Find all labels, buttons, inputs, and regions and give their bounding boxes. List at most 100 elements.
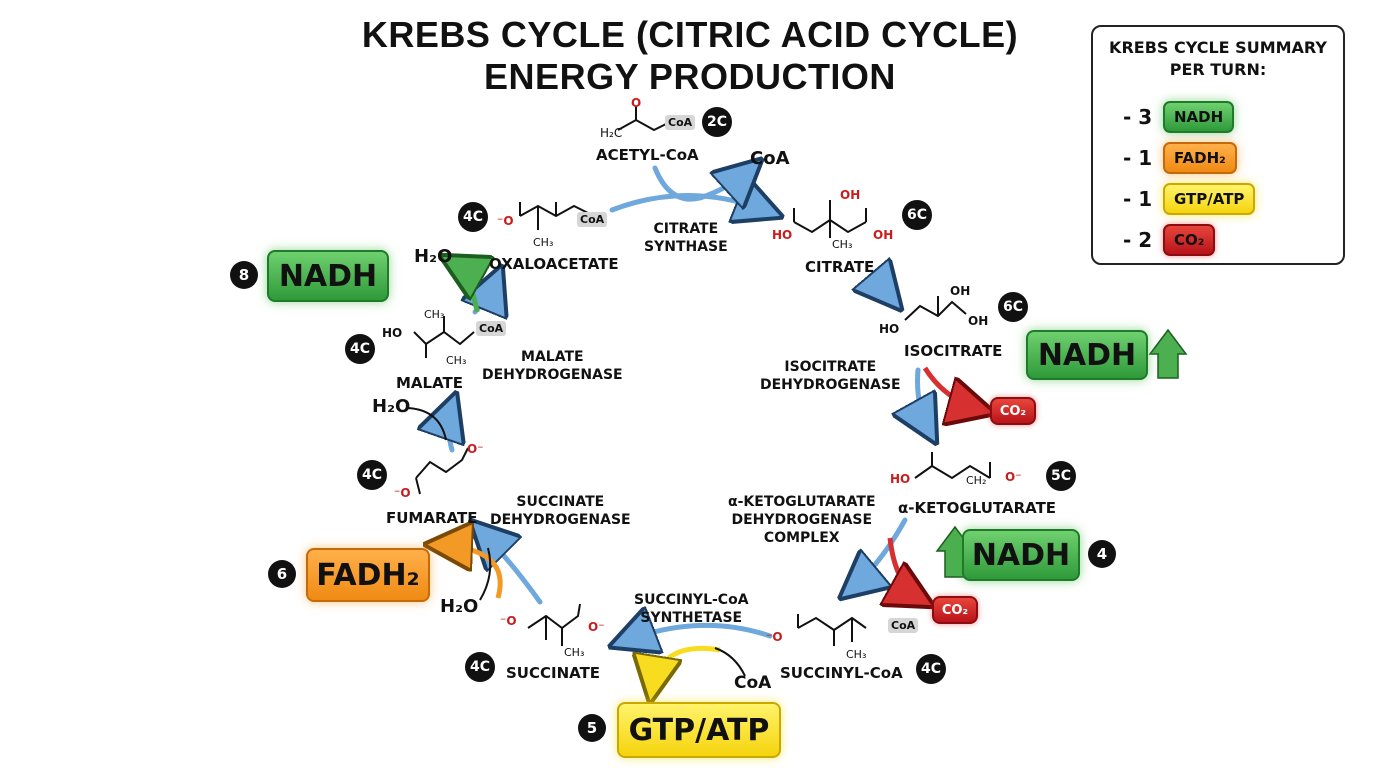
molecule-succinyl-coa: SUCCINYL-CoA — [780, 664, 903, 682]
oxalo-o-minus: ⁻O — [497, 214, 514, 228]
carbon-badge-succinate: 4C — [465, 652, 495, 682]
arrow-co2-akg — [890, 537, 922, 600]
arrow-coa-succinyl — [714, 647, 746, 677]
arrow-fumarate-to-malate — [449, 405, 453, 453]
summary-count: - 1 — [1123, 146, 1153, 170]
oxalo-bonds — [519, 202, 591, 230]
label-h2o-fumarate: H₂O — [440, 596, 479, 617]
enzyme-line: DEHYDROGENASE — [760, 377, 901, 393]
enzyme-isocitrate-dehydrogenase: ISOCITRATE DEHYDROGENASE — [760, 358, 901, 394]
carbon-badge-oxaloacetate: 4C — [458, 202, 488, 232]
succinate-o-minus-left: ⁻O — [500, 614, 517, 628]
enzyme-line: DEHYDROGENASE — [490, 512, 631, 528]
molecule-acetyl-coa: ACETYL-CoA — [596, 146, 699, 164]
carbon-badge-isocitrate: 6C — [998, 292, 1028, 322]
carbon-badge-succinyl-coa: 4C — [916, 654, 946, 684]
cycle-arrows — [449, 168, 931, 642]
enzyme-malate-dehydrogenase: MALATE DEHYDROGENASE — [482, 348, 623, 384]
up-arrow-isocitrate — [1148, 328, 1188, 379]
citrate-bonds — [793, 200, 867, 238]
summary-title: KREBS CYCLE SUMMARY PER TURN: — [1093, 37, 1343, 81]
summary-title-line-1: KREBS CYCLE SUMMARY — [1109, 38, 1327, 57]
title-line-1: KREBS CYCLE (CITRIC ACID CYCLE) — [361, 14, 1019, 55]
step-badge-4: 4 — [1088, 540, 1116, 568]
fumarate-bonds — [415, 447, 469, 495]
acetyl-bonds — [617, 106, 667, 132]
molecule-isocitrate: ISOCITRATE — [904, 342, 1003, 360]
enzyme-line: CITRATE — [653, 221, 719, 237]
arrow-co2-isocitrate — [922, 366, 982, 410]
badge-nadh-isocitrate: NADH — [1026, 330, 1148, 380]
enzyme-line: α-KETOGLUTARATE — [728, 494, 876, 510]
summary-row-gtp: - 1 GTP/ATP — [1123, 183, 1256, 215]
badge-nadh-malate: NADH — [267, 250, 389, 302]
enzyme-line: SYNTHETASE — [640, 610, 743, 626]
badge-co2-isocitrate: CO₂ — [990, 397, 1036, 425]
arrow-h2o-malate — [407, 407, 447, 441]
step-badge-6: 6 — [268, 560, 296, 588]
summary-badge-co2: CO₂ — [1163, 224, 1216, 256]
arrow-h2o-fumarate — [479, 547, 492, 601]
carbon-badge-citrate: 6C — [902, 200, 932, 230]
malate-coa-tag: CoA — [476, 321, 507, 336]
acetyl-o: O — [631, 96, 642, 110]
citrate-ho: HO — [772, 228, 793, 242]
summary-count: - 2 — [1123, 228, 1153, 252]
citrate-oh-right: OH — [873, 228, 894, 242]
arrow-acetyl-join — [652, 168, 752, 199]
carbon-badge-malate: 4C — [345, 334, 375, 364]
enzyme-line: SUCCINYL-CoA — [634, 592, 749, 608]
molecule-succinate: SUCCINATE — [506, 664, 601, 682]
step-badge-8: 8 — [230, 261, 258, 289]
succinate-o-minus-right: O⁻ — [588, 620, 605, 634]
label-coa-succinyl: CoA — [734, 673, 772, 693]
molecule-alpha-kg: α-KETOGLUTARATE — [898, 499, 1057, 517]
malate-ho: HO — [382, 326, 403, 340]
summary-row-fadh: - 1 FADH₂ — [1123, 142, 1237, 174]
summary-badge-gtp: GTP/ATP — [1163, 183, 1256, 215]
fumarate-o-minus-bottom: ⁻O — [394, 486, 411, 500]
skeletal-structures — [413, 106, 991, 646]
arrow-gtp — [652, 645, 721, 690]
enzyme-line: DEHYDROGENASE — [482, 367, 623, 383]
arrow-succinylcoa-to-succinate — [622, 625, 773, 642]
arrow-citrate-to-isocitrate — [876, 280, 893, 300]
molecule-citrate: CITRATE — [805, 258, 875, 276]
carbon-badge-fumarate: 4C — [357, 460, 387, 490]
isocitrate-oh-right: OH — [968, 314, 989, 328]
acetyl-coa-tag: CoA — [665, 115, 696, 130]
diagram-title: KREBS CYCLE (CITRIC ACID CYCLE) ENERGY P… — [300, 14, 1080, 98]
enzyme-line: MALATE — [521, 349, 584, 365]
isocitrate-bonds — [904, 296, 967, 321]
isocitrate-ho: HO — [879, 322, 900, 336]
summary-badge-nadh: NADH — [1163, 101, 1235, 133]
enzyme-line: SYNTHASE — [644, 239, 728, 255]
enzyme-line: COMPLEX — [763, 530, 840, 546]
enzyme-citrate-synthase: CITRATE SYNTHASE — [644, 220, 728, 256]
badge-co2-akg: CO₂ — [932, 596, 978, 624]
badge-fadh2: FADH₂ — [306, 548, 430, 602]
label-coa-release: CoA — [750, 148, 790, 169]
succinylcoa-coa-tag: CoA — [888, 618, 919, 633]
enzyme-akg-dehydrogenase-complex: α-KETOGLUTARATE DEHYDROGENASE COMPLEX — [728, 493, 876, 547]
isocitrate-oh-top: OH — [950, 284, 971, 298]
step-badge-5: 5 — [578, 714, 606, 742]
label-h2o-oxalo: H₂O — [414, 246, 453, 267]
acetyl-h2c: H₂C — [600, 126, 623, 140]
malate-ch3-top: CH₃ — [424, 308, 445, 321]
summary-count: - 3 — [1123, 105, 1153, 129]
malate-ch3-bottom: CH₃ — [446, 354, 467, 367]
summary-row-co2: - 2 CO₂ — [1123, 224, 1216, 256]
citrate-oh-top: OH — [840, 188, 861, 202]
molecule-oxaloacetate: OXALOACETATE — [489, 255, 619, 273]
succinate-bonds — [527, 603, 581, 646]
molecule-fumarate: FUMARATE — [386, 509, 478, 527]
summary-row-nadh: - 3 NADH — [1123, 101, 1235, 133]
oxalo-coa-tag: CoA — [577, 212, 608, 227]
summary-box: KREBS CYCLE SUMMARY PER TURN: - 3 NADH -… — [1091, 25, 1345, 265]
summary-count: - 1 — [1123, 187, 1153, 211]
succinate-ch3: CH₃ — [564, 646, 585, 659]
succinylcoa-bonds — [797, 614, 867, 646]
title-line-2: ENERGY PRODUCTION — [484, 56, 896, 97]
akg-ho: HO — [890, 472, 911, 486]
